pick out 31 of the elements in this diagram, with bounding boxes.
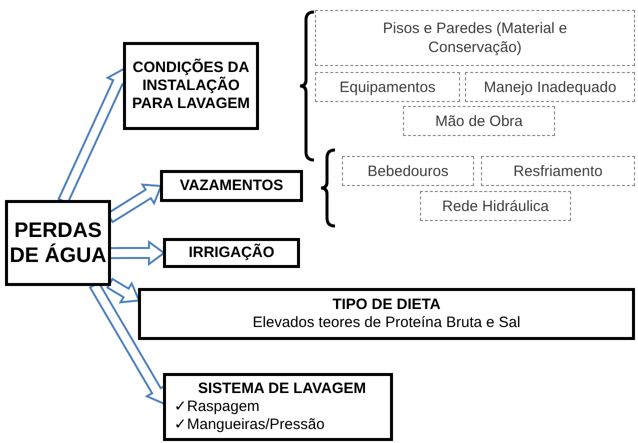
category-box bbox=[138, 288, 635, 340]
node-label: CONDIÇÕES DA INSTALAÇÃO PARA LAVAGEM bbox=[131, 59, 251, 113]
cause-box bbox=[403, 106, 555, 136]
cause-box bbox=[481, 156, 635, 186]
cause-box bbox=[420, 191, 571, 221]
node-text: ✓Raspagem bbox=[174, 398, 260, 416]
block-arrow bbox=[106, 278, 140, 304]
node-label: PERDAS DE ÁGUA bbox=[8, 218, 108, 268]
node-label: Manejo Inadequado bbox=[484, 78, 616, 96]
cause-box bbox=[465, 72, 635, 102]
cause-box bbox=[342, 156, 474, 186]
cause-box bbox=[315, 10, 635, 66]
node-label: Bebedouros bbox=[368, 162, 448, 180]
node-label: VAZAMENTOS bbox=[180, 177, 284, 195]
node-label: Pisos e Paredes (Material e Conservação) bbox=[382, 19, 568, 57]
node-label: Rede Hidráulica bbox=[442, 196, 549, 216]
category-box bbox=[163, 373, 393, 441]
category-box bbox=[163, 238, 300, 268]
node-label: Mão de Obra bbox=[435, 112, 523, 130]
node-label: TIPO DE DIETA bbox=[332, 296, 441, 314]
cause-box bbox=[315, 72, 460, 102]
block-arrow bbox=[109, 240, 166, 266]
node-label: IRRIGAÇÃO bbox=[188, 244, 274, 262]
category-box bbox=[160, 170, 303, 202]
node-text: Elevados teores de Proteína Bruta e Sal bbox=[252, 314, 520, 332]
category-box bbox=[123, 42, 259, 130]
title-box bbox=[5, 200, 111, 286]
node-label: Equipamentos bbox=[340, 78, 436, 96]
node-label: Resfriamento bbox=[513, 162, 603, 180]
node-label: SISTEMA DE LAVAGEM bbox=[198, 380, 366, 398]
node-text: ✓Mangueiras/Pressão bbox=[174, 416, 325, 434]
